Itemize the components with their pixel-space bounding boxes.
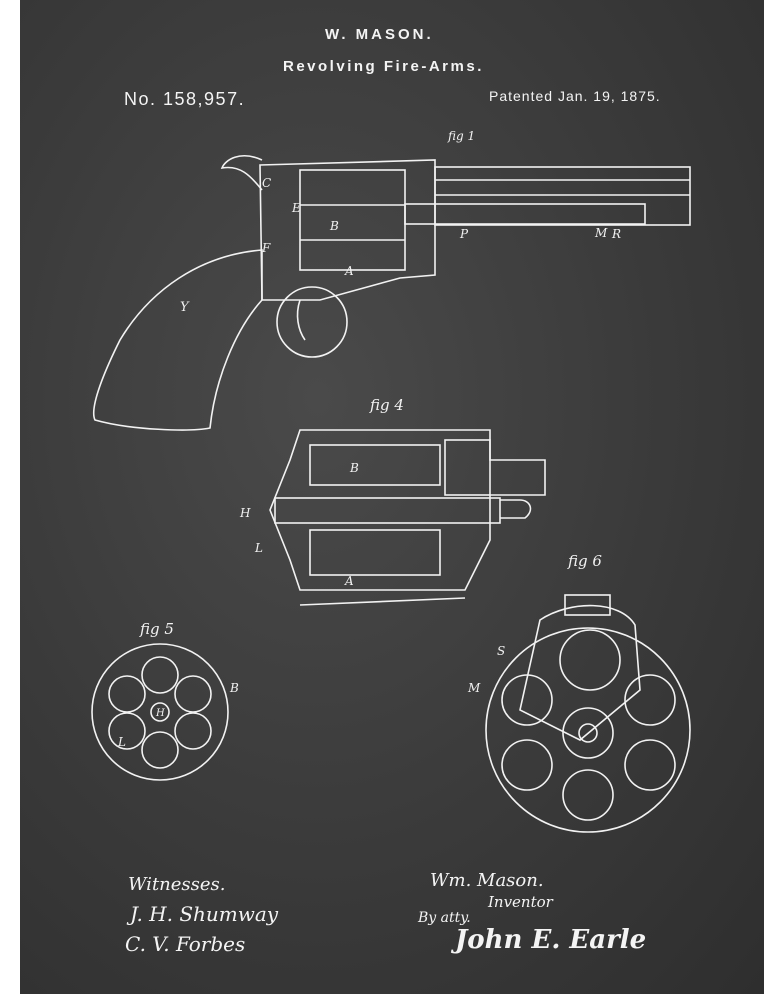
barrel bbox=[434, 166, 691, 226]
inventor-label: Inventor bbox=[488, 893, 553, 911]
by-attorney-label: By atty. bbox=[418, 910, 471, 926]
patent-number: No. 158,957. bbox=[124, 89, 246, 109]
fig1-label: fig 1 bbox=[447, 129, 475, 143]
label-M-fig6: M bbox=[467, 681, 481, 695]
fig1-revolver bbox=[92, 155, 691, 431]
ejector-rod bbox=[404, 203, 646, 225]
label-E: E bbox=[291, 201, 301, 215]
cylinder bbox=[299, 169, 406, 271]
label-B-fig4: B bbox=[349, 461, 359, 475]
hammer bbox=[220, 155, 263, 191]
label-M-fig1: M bbox=[594, 226, 608, 240]
patent-title: Revolving Fire-Arms. bbox=[283, 58, 484, 75]
label-F: F bbox=[261, 241, 271, 255]
chalkboard-background bbox=[20, 0, 764, 994]
label-A-fig1: A bbox=[344, 264, 354, 278]
fig4-cylinder-section bbox=[269, 429, 546, 606]
witnesses-label: Witnesses. bbox=[128, 874, 226, 895]
patent-date: Patented Jan. 19, 1875. bbox=[489, 88, 661, 104]
trigger-guard bbox=[276, 286, 348, 358]
label-R: R bbox=[611, 227, 621, 241]
fig6-front-view bbox=[485, 594, 691, 833]
label-S: S bbox=[497, 644, 505, 658]
label-L-fig4: L bbox=[254, 541, 263, 555]
fig5-label: fig 5 bbox=[139, 620, 174, 638]
fig4-label: fig 4 bbox=[369, 396, 404, 414]
label-L-fig5: L bbox=[117, 735, 126, 749]
frame bbox=[259, 159, 436, 301]
label-A-fig4: A bbox=[344, 574, 354, 588]
attorney-signature: John E. Earle bbox=[455, 925, 647, 955]
label-Y: Y bbox=[180, 300, 190, 315]
witness-signature-1: J. H. Shumway bbox=[130, 902, 279, 926]
inventor-name: Wm. Mason. bbox=[430, 870, 544, 891]
trigger bbox=[296, 299, 306, 341]
label-P: P bbox=[459, 227, 469, 241]
fig5-cylinder-end bbox=[91, 643, 229, 781]
label-B-fig5: B bbox=[229, 681, 239, 695]
witness-signature-2: C. V. Forbes bbox=[125, 932, 246, 956]
grip bbox=[92, 249, 263, 431]
label-C: C bbox=[262, 176, 271, 190]
fig6-label: fig 6 bbox=[567, 552, 602, 570]
label-H-fig5: H bbox=[155, 708, 165, 719]
label-H-fig4: H bbox=[239, 506, 251, 520]
inventor-heading: W. MASON. bbox=[325, 26, 434, 43]
label-B-fig1: B bbox=[329, 219, 339, 233]
